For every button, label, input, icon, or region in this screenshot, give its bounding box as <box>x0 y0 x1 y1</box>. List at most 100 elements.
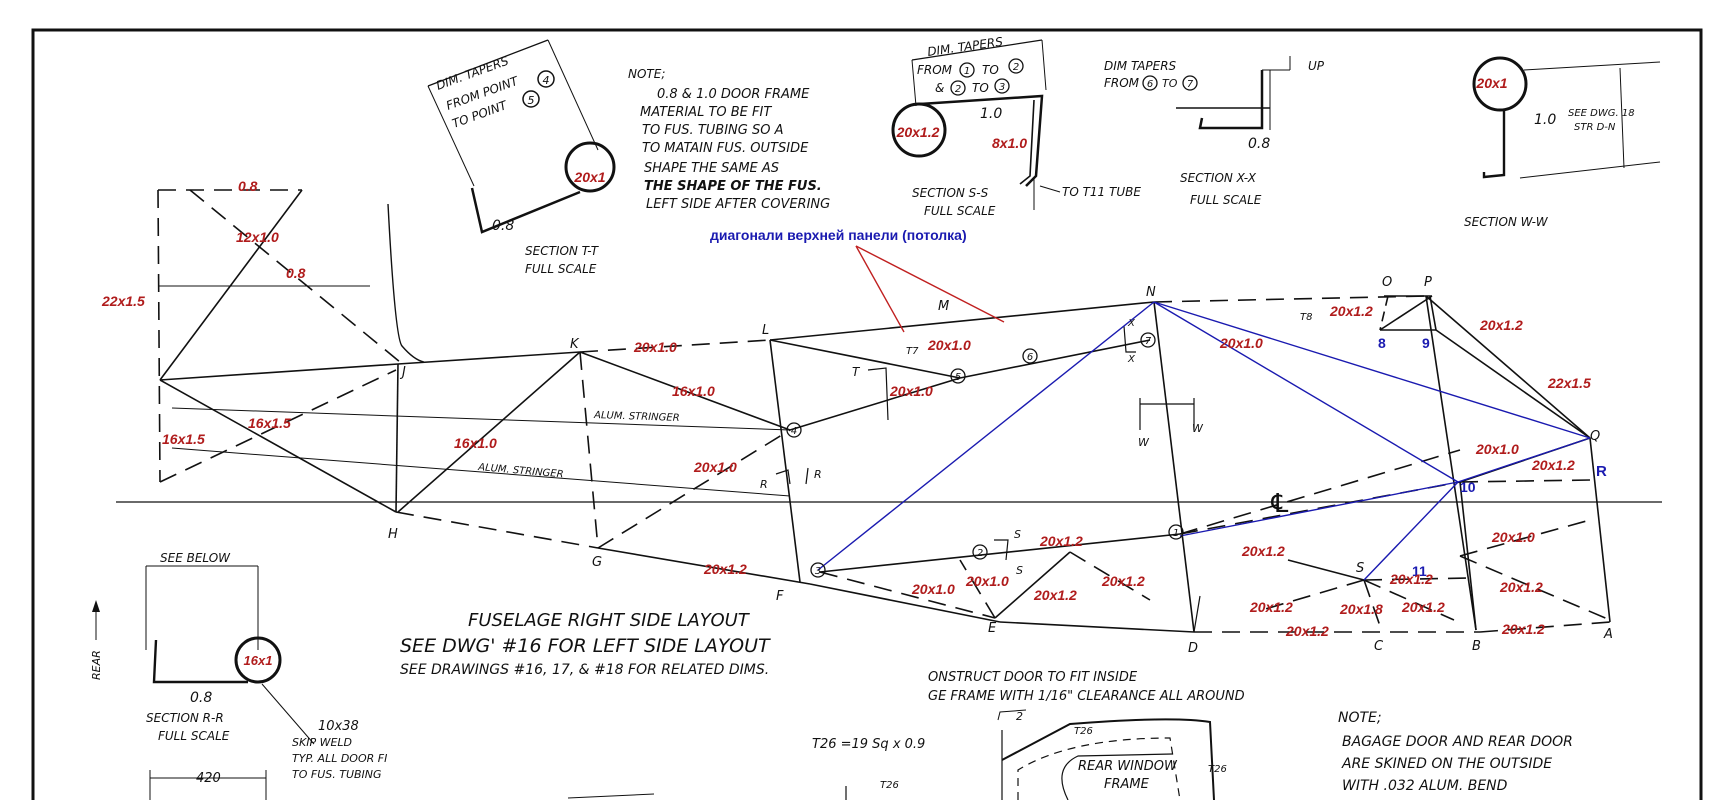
stringer-label: ALUM. STRINGER <box>593 410 680 424</box>
ww-tube-circle <box>1472 56 1528 112</box>
node-J: J <box>399 365 406 380</box>
tt-tube-label: 20x1 <box>573 169 605 185</box>
tube-label: 20x1.0 <box>633 339 677 355</box>
node-letters: L M N O P Q S K J H G F E D C B A T <box>388 275 1613 656</box>
tube-label: 20x1.2 <box>703 561 747 577</box>
node-C: C <box>1374 639 1384 654</box>
door-t26: T26 <box>1074 726 1093 737</box>
title-block: FUSELAGE RIGHT SIDE LAYOUT SEE DWG' #16 … <box>400 610 771 678</box>
note1-line: SHAPE THE SAME AS <box>644 161 779 176</box>
tube-label: 20x1.0 <box>927 337 971 353</box>
tube-label: 12x1.0 <box>236 229 279 245</box>
rr-thick: 0.8 <box>190 690 212 706</box>
door-dim: 2 <box>1016 710 1023 723</box>
tube-label: 16x1.5 <box>248 415 291 431</box>
tube-label: 20x1.0 <box>965 573 1009 589</box>
rear-window-label: REAR WINDOW <box>1078 759 1178 774</box>
xx-dim-tapers: DIM TAPERS <box>1104 59 1177 73</box>
mark-r: R <box>760 478 768 491</box>
mark-x: X <box>1127 318 1136 329</box>
node-G: G <box>592 555 602 570</box>
circled-points: 1 2 3 4 5 6 7 <box>786 332 1184 578</box>
small-marks: ALUM. STRINGER ALUM. STRINGER T7 T8 ℄ W … <box>477 312 1313 577</box>
tube-label: 20x1.0 <box>693 459 737 475</box>
layout-note: SEE DRAWINGS #16, 17, & #18 FOR RELATED … <box>400 662 769 678</box>
blue-point-8: 8 <box>1378 335 1386 351</box>
ss-pt: 2 <box>1013 62 1019 73</box>
note2-title: NOTE; <box>1338 710 1382 726</box>
ww-thick: 1.0 <box>1534 112 1556 128</box>
ww-tube-label: 20x1 <box>1475 75 1507 91</box>
xx-up: UP <box>1308 59 1325 73</box>
ss-tube-label: 20x1.2 <box>896 124 940 140</box>
ss-from: FROM <box>917 63 953 77</box>
point-4: 4 <box>791 426 797 437</box>
tt-scale: FULL SCALE <box>525 262 597 276</box>
blue-diagonals <box>817 301 1591 581</box>
node-O: O <box>1382 275 1392 290</box>
layout-title: FUSELAGE RIGHT SIDE LAYOUT <box>468 610 751 631</box>
ww-see: SEE DWG. 18 <box>1568 108 1635 119</box>
point-6: 6 <box>1027 352 1033 363</box>
sheet-border <box>31 28 1703 800</box>
point-1: 1 <box>1173 528 1179 539</box>
tube-label: 20x1.8 <box>1339 601 1383 617</box>
pt-from: 4 <box>543 74 550 87</box>
ss-pt: 2 <box>955 84 961 95</box>
tube-label: 20x1.2 <box>1499 579 1543 595</box>
node-L: L <box>762 323 769 338</box>
blue-point-10: 10 <box>1460 479 1476 495</box>
blue-points: 8 9 10 11 R <box>1378 335 1607 579</box>
rr-tube-label: 16x1 <box>244 653 273 668</box>
tube-label: 20x1.2 <box>1101 573 1145 589</box>
node-S: S <box>1356 561 1364 576</box>
fuselage-frame <box>116 189 1662 633</box>
blue-point-R: R <box>1596 463 1607 480</box>
layout-subtitle: SEE DWG' #16 FOR LEFT SIDE LAYOUT <box>400 635 771 657</box>
node-B: B <box>1472 639 1481 654</box>
tt-thick: 0.8 <box>492 218 514 234</box>
mark-t8: T8 <box>1300 312 1312 323</box>
tube-label: 20x1.0 <box>889 383 933 399</box>
note-2: NOTE; BAGAGE DOOR AND REAR DOOR ARE SKIN… <box>1338 710 1573 794</box>
ww-title: SECTION W-W <box>1464 215 1549 229</box>
xx-pt: 6 <box>1147 79 1153 90</box>
note1-line: 0.8 & 1.0 DOOR FRAME <box>657 87 810 102</box>
blue-point-9: 9 <box>1422 335 1430 351</box>
note1-title: NOTE; <box>628 67 665 81</box>
rr-see-below: SEE BELOW <box>160 551 231 565</box>
frame-label: FRAME <box>1104 777 1150 792</box>
tube-label: 20x1.0 <box>1475 441 1519 457</box>
ceiling-annotation: диагонали верхней панели (потолка) <box>710 227 1005 333</box>
tube-labels: 0.8 12x1.0 0.8 22x1.5 16x1.5 16x1.5 16x1… <box>101 178 1591 639</box>
rr-rear: REAR <box>90 650 103 680</box>
mark-w: W <box>1192 422 1204 435</box>
tube-circle <box>564 141 616 193</box>
tube-label: 20x1.2 <box>1039 533 1083 549</box>
tube-label: 20x1.2 <box>1501 621 1545 637</box>
ss-pt: 1 <box>964 66 970 77</box>
node-T: T <box>852 365 861 379</box>
section-rr: SEE BELOW 16x1 0.8 SECTION R-R FULL SCAL… <box>90 551 387 800</box>
section-ww: 20x1 1.0 SEE DWG. 18 STR D-N SECTION W-W <box>1464 56 1661 229</box>
node-M: M <box>938 299 949 314</box>
node-E: E <box>988 621 997 636</box>
ss-to: TO <box>982 63 999 77</box>
mark-s: S <box>1014 528 1021 541</box>
xx-thick: 0.8 <box>1248 136 1270 152</box>
node-N: N <box>1146 285 1156 300</box>
tube-label: 20x1.2 <box>1285 623 1329 639</box>
ss-thick: 1.0 <box>980 106 1002 122</box>
note1-line: MATERIAL TO BE FIT <box>640 105 772 120</box>
xx-to: TO <box>1162 77 1178 90</box>
mark-r: R <box>814 468 822 481</box>
node-F: F <box>776 589 784 604</box>
mark-t7: T7 <box>906 346 919 357</box>
ss-title: SECTION S-S <box>912 186 989 200</box>
ss-amp: & <box>935 81 944 95</box>
tube-label: 20x1.0 <box>1219 335 1263 351</box>
door-t26: T26 <box>1208 764 1227 775</box>
xx-scale: FULL SCALE <box>1190 193 1262 207</box>
ss-pt: 3 <box>999 82 1005 93</box>
